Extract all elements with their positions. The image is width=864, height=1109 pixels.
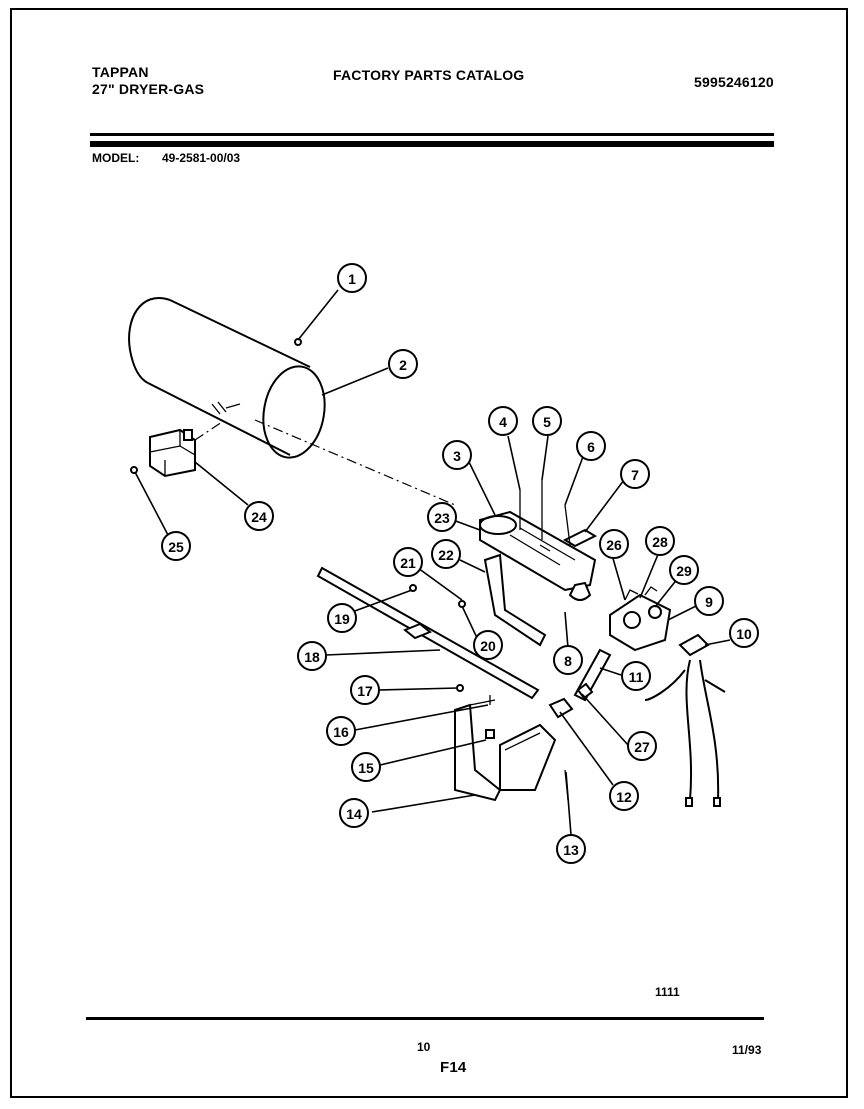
header-rule-bottom bbox=[90, 141, 774, 147]
callout-24: 24 bbox=[244, 501, 274, 531]
brand-label: TAPPAN bbox=[92, 64, 149, 80]
gas-valve-part bbox=[609, 586, 672, 652]
leader-lines bbox=[134, 289, 731, 836]
svg-text:5: 5 bbox=[543, 414, 551, 430]
svg-text:14: 14 bbox=[346, 806, 362, 822]
callout-4: 4 bbox=[488, 406, 518, 436]
page-frame bbox=[10, 8, 848, 1098]
callout-27: 27 bbox=[627, 731, 657, 761]
section-code: F14 bbox=[440, 1059, 467, 1076]
footer-date: 11/93 bbox=[732, 1043, 762, 1057]
callout-3: 3 bbox=[442, 440, 472, 470]
svg-text:23: 23 bbox=[434, 510, 450, 526]
callout-17: 17 bbox=[350, 675, 380, 705]
drum-part bbox=[128, 297, 326, 459]
callout-9: 9 bbox=[694, 586, 724, 616]
svg-text:13: 13 bbox=[563, 842, 579, 858]
svg-text:3: 3 bbox=[453, 448, 461, 464]
callout-11: 11 bbox=[621, 661, 651, 691]
callout-1: 1 bbox=[337, 263, 367, 293]
wire-harness-part bbox=[644, 633, 726, 807]
callout-25: 25 bbox=[161, 531, 191, 561]
callout-14: 14 bbox=[339, 798, 369, 828]
catalog-title: FACTORY PARTS CATALOG bbox=[333, 67, 525, 83]
screw-25 bbox=[130, 466, 138, 474]
svg-text:25: 25 bbox=[168, 539, 184, 555]
callout-23: 23 bbox=[427, 502, 457, 532]
svg-text:9: 9 bbox=[705, 594, 713, 610]
callout-19: 19 bbox=[327, 603, 357, 633]
catalog-number: 5995246120 bbox=[694, 74, 774, 90]
pin-6 bbox=[564, 504, 571, 546]
burner-assembly-part bbox=[479, 510, 598, 601]
bracket-22 bbox=[483, 553, 547, 647]
model-label: MODEL: bbox=[92, 151, 140, 165]
svg-text:2: 2 bbox=[399, 357, 407, 373]
callout-10: 10 bbox=[729, 618, 759, 648]
svg-text:22: 22 bbox=[438, 547, 454, 563]
callout-21: 21 bbox=[393, 547, 423, 577]
callout-5: 5 bbox=[532, 406, 562, 436]
svg-text:12: 12 bbox=[616, 789, 632, 805]
svg-text:18: 18 bbox=[304, 649, 320, 665]
figure-code: 1111 bbox=[655, 985, 680, 999]
mounting-bracket-part bbox=[454, 699, 557, 802]
orifice-12 bbox=[548, 697, 574, 719]
svg-text:19: 19 bbox=[334, 611, 350, 627]
callout-18: 18 bbox=[297, 641, 327, 671]
callout-2: 2 bbox=[388, 349, 418, 379]
svg-text:1: 1 bbox=[348, 271, 356, 287]
callout-22: 22 bbox=[431, 539, 461, 569]
header-rule-top bbox=[90, 133, 774, 136]
svg-text:21: 21 bbox=[400, 555, 416, 571]
callout-15: 15 bbox=[351, 752, 381, 782]
model-value: 49-2581-00/03 bbox=[162, 151, 241, 165]
callout-28: 28 bbox=[645, 526, 675, 556]
product-label: 27" DRYER-GAS bbox=[92, 81, 205, 97]
svg-text:11: 11 bbox=[629, 669, 644, 685]
svg-text:6: 6 bbox=[587, 439, 595, 455]
svg-text:24: 24 bbox=[251, 509, 267, 525]
svg-text:16: 16 bbox=[333, 724, 349, 740]
callout-26: 26 bbox=[599, 529, 629, 559]
footer-rule bbox=[86, 1017, 764, 1020]
page-number: 10 bbox=[417, 1040, 431, 1054]
callout-7: 7 bbox=[620, 459, 650, 489]
svg-text:10: 10 bbox=[736, 626, 752, 642]
svg-text:15: 15 bbox=[358, 760, 374, 776]
svg-text:28: 28 bbox=[652, 534, 668, 550]
rod-clip bbox=[403, 622, 432, 640]
svg-text:27: 27 bbox=[634, 739, 650, 755]
callout-20: 20 bbox=[473, 630, 503, 660]
svg-text:20: 20 bbox=[480, 638, 496, 654]
callout-12: 12 bbox=[609, 781, 639, 811]
switch-bracket-part bbox=[149, 421, 223, 478]
svg-text:7: 7 bbox=[631, 467, 639, 483]
callout-13: 13 bbox=[556, 834, 586, 864]
callout-16: 16 bbox=[326, 716, 356, 746]
svg-text:4: 4 bbox=[499, 414, 507, 430]
callout-29: 29 bbox=[669, 555, 699, 585]
svg-text:29: 29 bbox=[676, 563, 692, 579]
callout-8: 8 bbox=[553, 645, 583, 675]
assembly-axis-line bbox=[254, 419, 456, 506]
svg-text:26: 26 bbox=[606, 537, 622, 553]
svg-text:17: 17 bbox=[357, 683, 373, 699]
callout-6: 6 bbox=[576, 431, 606, 461]
svg-text:8: 8 bbox=[564, 653, 572, 669]
